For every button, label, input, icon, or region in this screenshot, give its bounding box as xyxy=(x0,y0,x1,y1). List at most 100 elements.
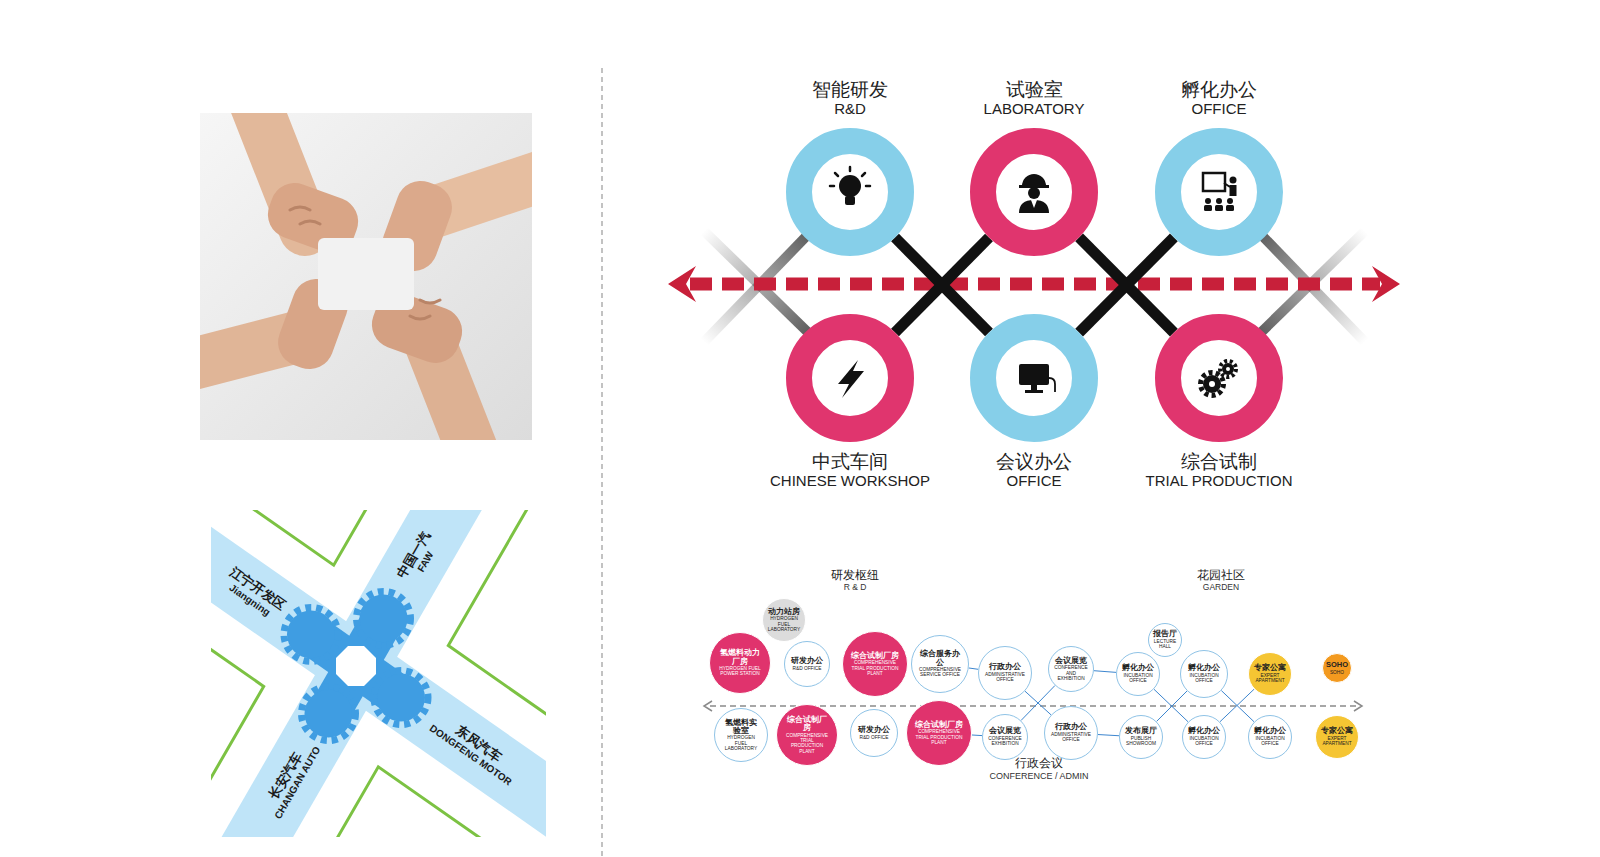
space-circle: 专家公寓EXPERT APARTMENT xyxy=(1248,652,1292,696)
chinese-title: 智能研发 xyxy=(812,79,888,101)
circle-caption: 智能研发R&D xyxy=(812,79,888,117)
english-name: EXPERT APARTMENT xyxy=(1254,673,1287,684)
english-name: EXPERT APARTMENT xyxy=(1321,736,1354,747)
circle-caption: 试验室LABORATORY xyxy=(984,79,1085,117)
space-disc xyxy=(1316,716,1359,759)
space-circle: 报告厅LECTURE HALL xyxy=(1148,623,1182,657)
gears-icon-part xyxy=(1220,361,1236,377)
ring-band xyxy=(1168,327,1270,429)
zone-circle: 花园社区GARDEN报告厅LECTURE HALL孵化办公INCUBATION … xyxy=(1111,596,1331,816)
english-title: LABORATORY xyxy=(984,101,1085,118)
english-name: PUBLISH SHOWROOM xyxy=(1125,736,1158,747)
crossroads-map-part-part-part xyxy=(211,514,264,837)
space-circle: SOHOSOHO xyxy=(1322,653,1352,683)
worker-icon-part xyxy=(1022,174,1046,186)
space-disc xyxy=(843,632,908,697)
crossroads-map-part-part-part-part xyxy=(302,687,356,741)
space-circle-outline xyxy=(714,708,768,762)
bulb-icon-part xyxy=(830,167,870,186)
space-circle: 专家公寓EXPERT APARTMENT xyxy=(1315,715,1359,759)
function-ring-circle: 综合试制TRIAL PRODUCTION xyxy=(1155,314,1283,442)
hands-photo-part xyxy=(200,113,532,440)
chinese-title: 综合试制 xyxy=(1146,451,1293,473)
chinese-name: 研发办公 xyxy=(790,657,824,665)
presentation-icon-part xyxy=(1205,198,1211,204)
red-dashed-arrow-part xyxy=(690,278,1380,291)
gears-icon-part xyxy=(1203,375,1221,393)
circle-caption: 孵化办公OFFICE xyxy=(1181,79,1257,117)
zone-fill xyxy=(1111,596,1331,816)
space-disc xyxy=(983,715,1028,760)
chinese-title: 花园社区 xyxy=(1197,569,1245,583)
space-disc xyxy=(907,701,972,766)
space-text: 行政办公ADMINISTRATIVE OFFICE xyxy=(1051,723,1091,742)
circle-caption: 行政会议CONFERENCE / ADMIN xyxy=(989,757,1088,781)
english-name: ADMINISTRATIVE OFFICE xyxy=(1051,732,1091,743)
crossroads-map-part-part-part-part xyxy=(357,591,411,645)
space-text: 专家公寓EXPERT APARTMENT xyxy=(1321,727,1354,746)
space-text: 孵化办公INCUBATION OFFICE xyxy=(1188,727,1221,746)
monitor-icon xyxy=(1019,364,1055,393)
hands-photo-part-part xyxy=(318,238,414,310)
connector-line xyxy=(1154,689,1188,722)
english-name: COMPREHENSIVE SERVICE OFFICE xyxy=(919,667,962,678)
chinese-name: 研发办公 xyxy=(856,726,892,734)
chinese-name: 综合试制厂房 xyxy=(915,721,964,729)
english-name: LECTURE HALL xyxy=(1152,639,1177,650)
worker-icon-part xyxy=(1019,200,1049,213)
space-circle: 研发办公R&D OFFICE xyxy=(850,709,898,757)
space-text: 研发办公R&D OFFICE xyxy=(790,657,824,671)
space-circle: 综合试制厂房COMPREHENSIVE TRIAL PRODUCTION PLA… xyxy=(906,700,972,766)
hands-photo xyxy=(170,90,560,470)
presentation-icon-part xyxy=(1227,198,1233,204)
connector-line xyxy=(1094,671,1116,673)
crossroads-map-part-part xyxy=(284,591,428,740)
space-text: 孵化办公INCUBATION OFFICE xyxy=(1254,727,1287,746)
ring-outline xyxy=(970,314,1098,442)
space-text: 综合服务办公COMPREHENSIVE SERVICE OFFICE xyxy=(919,650,962,678)
circle-caption: 研发枢纽R & D xyxy=(831,569,879,593)
ring-outline xyxy=(1155,128,1283,256)
worker-icon-part xyxy=(1031,200,1037,208)
space-text: 综合试制厂房COMPREHENSIVE TRIAL PRODUCTION PLA… xyxy=(784,716,830,754)
crossroads-map-part-part-part xyxy=(284,591,428,740)
gears-icon xyxy=(1201,361,1237,396)
connector-line xyxy=(895,237,989,332)
crossroads-map-part-part xyxy=(211,510,546,837)
function-ring-circle: 智能研发R&D xyxy=(786,128,914,256)
ring-band xyxy=(799,327,901,429)
lightning-icon-part xyxy=(838,360,864,398)
space-text: 综合试制厂房COMPREHENSIVE TRIAL PRODUCTION PLA… xyxy=(915,721,964,745)
space-circle: 发布展厅PUBLISH SHOWROOM xyxy=(1119,715,1163,759)
space-disc xyxy=(715,709,768,762)
chinese-title: 研发枢纽 xyxy=(831,569,879,583)
chinese-name: 行政办公 xyxy=(1051,723,1091,731)
gears-icon-part xyxy=(1201,373,1224,396)
english-title: R&D xyxy=(812,101,888,118)
space-disc xyxy=(979,647,1032,700)
space-disc xyxy=(1183,716,1226,759)
space-disc xyxy=(1117,653,1160,696)
presentation-icon-part xyxy=(1230,177,1237,184)
bulb-icon-part xyxy=(839,175,861,197)
chinese-name: 孵化办公 xyxy=(1186,664,1222,672)
space-circle: 行政办公ADMINISTRATIVE OFFICE xyxy=(1044,706,1098,760)
english-title: OFFICE xyxy=(1181,101,1257,118)
chinese-name: 综合试制厂房 xyxy=(784,716,830,733)
space-text: 综合试制厂房COMPREHENSIVE TRIAL PRODUCTION PLA… xyxy=(851,652,900,676)
chinese-title: 中式车间 xyxy=(770,451,930,473)
space-text: 专家公寓EXPERT APARTMENT xyxy=(1254,664,1287,683)
english-name: HYDROGEN FUEL LABORATORY xyxy=(721,735,761,751)
bulb-icon-part-part xyxy=(849,167,852,171)
ring-outline xyxy=(1155,314,1283,442)
space-text: 报告厅LECTURE HALL xyxy=(1152,630,1177,649)
chinese-name: 综合试制厂房 xyxy=(851,652,900,660)
circle-caption: 综合试制TRIAL PRODUCTION xyxy=(1146,451,1293,489)
space-disc xyxy=(1045,707,1098,760)
space-text: 氢燃料实验室HYDROGEN FUEL LABORATORY xyxy=(721,719,761,752)
space-text: 氢燃料动力厂房HYDROGEN FUEL POWER STATION xyxy=(717,649,763,677)
space-circle: 综合试制厂房COMPREHENSIVE TRIAL PRODUCTION PLA… xyxy=(842,631,908,697)
english-name: SOHO xyxy=(1326,670,1348,675)
chinese-title: 孵化办公 xyxy=(1181,79,1257,101)
